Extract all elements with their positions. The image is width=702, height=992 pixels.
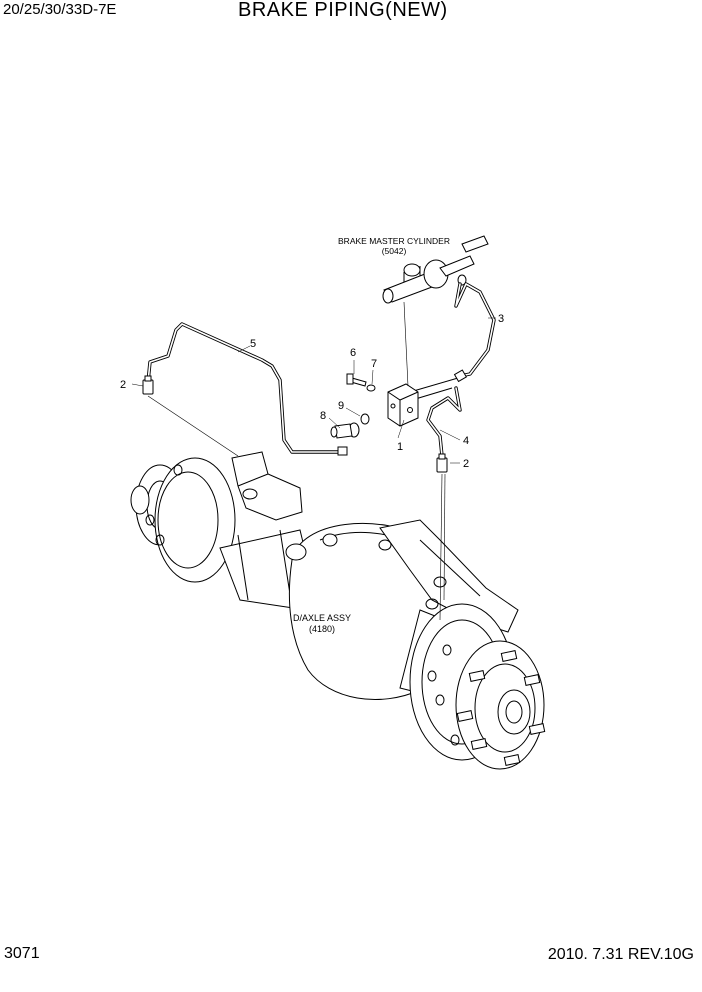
page-number: 3071 <box>4 945 40 962</box>
callout-1: 1 <box>397 441 403 453</box>
callout-2-left: 2 <box>120 379 126 391</box>
callout-9: 9 <box>338 400 344 412</box>
axle-ref: (4180) <box>309 624 335 634</box>
master-cylinder-label: BRAKE MASTER CYLINDER <box>338 236 450 246</box>
callout-6: 6 <box>350 347 356 359</box>
master-cylinder-ref: (5042) <box>382 246 407 256</box>
callout-7: 7 <box>371 358 377 370</box>
model-number: 20/25/30/33D-7E <box>3 1 117 18</box>
callout-2-right: 2 <box>463 458 469 470</box>
callout-5: 5 <box>250 338 256 350</box>
callout-8: 8 <box>320 410 326 422</box>
axle-label: D/AXLE ASSY <box>293 613 351 623</box>
three-way-block <box>387 383 419 427</box>
reference-lines <box>147 301 446 621</box>
brake-pipes <box>146 282 496 458</box>
drive-axle-drawing <box>130 451 546 770</box>
callout-4: 4 <box>463 435 469 447</box>
revision-date: 2010. 7.31 REV.10G <box>547 946 694 963</box>
page-title: BRAKE PIPING(NEW) <box>238 0 448 21</box>
fittings <box>142 369 468 473</box>
callout-3: 3 <box>498 313 504 325</box>
leader-lines <box>131 317 496 464</box>
